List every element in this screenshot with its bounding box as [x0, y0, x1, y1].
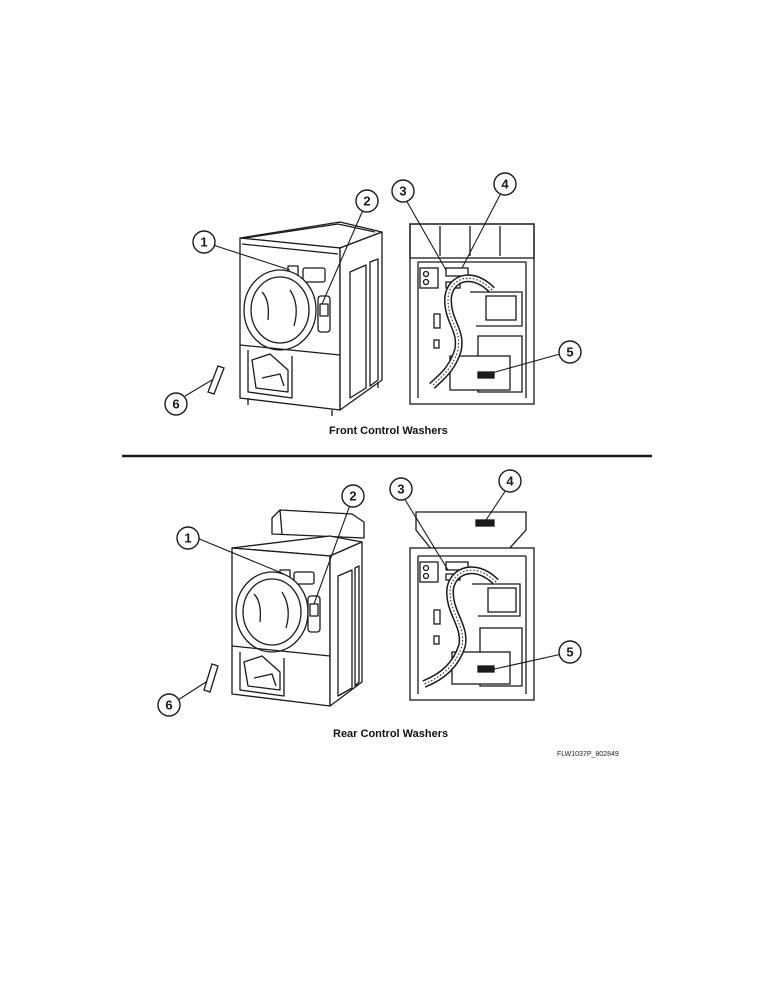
front-leader-lines: [184, 192, 561, 397]
svg-text:6: 6: [165, 698, 172, 713]
svg-text:2: 2: [349, 489, 356, 504]
rear-panel-caption: Rear Control Washers: [333, 728, 449, 740]
front-control-washer-rear-view: [409, 223, 535, 405]
svg-text:4: 4: [501, 177, 509, 192]
svg-text:3: 3: [399, 184, 406, 199]
rear-callouts: 1 2 3 4 5 6: [157, 469, 582, 717]
rear-callout-4: 4: [498, 469, 522, 493]
svg-text:4: 4: [506, 474, 514, 489]
rear-control-washer-front-view: [231, 509, 365, 707]
front-callout-3: 3: [391, 179, 415, 203]
svg-text:3: 3: [397, 482, 404, 497]
front-control-washer-front-view: [239, 221, 383, 416]
rear-callout-1: 1: [176, 526, 200, 550]
front-callout-6-part: [207, 365, 225, 395]
svg-text:6: 6: [172, 397, 179, 412]
rear-callout-2: 2: [341, 484, 365, 508]
svg-text:1: 1: [184, 531, 191, 546]
rear-callout-3: 3: [389, 477, 413, 501]
front-callout-6: 6: [164, 392, 188, 416]
rear-leader-lines: [177, 489, 563, 701]
svg-text:5: 5: [566, 645, 573, 660]
figure-id: FLW1037P_802849: [557, 751, 619, 758]
front-callouts: 1 2 3 4 5 6: [164, 172, 582, 416]
rear-callout-5: 5: [558, 640, 582, 664]
rear-callout-6: 6: [157, 693, 181, 717]
front-panel-caption: Front Control Washers: [329, 425, 448, 437]
front-callout-4: 4: [493, 172, 517, 196]
rear-callout-6-part: [203, 663, 219, 693]
rear-control-washer-rear-view: [409, 511, 535, 701]
front-callout-1: 1: [192, 230, 216, 254]
svg-text:5: 5: [566, 345, 573, 360]
svg-text:2: 2: [363, 194, 370, 209]
svg-text:1: 1: [200, 235, 207, 250]
front-callout-2: 2: [355, 189, 379, 213]
front-callout-5: 5: [558, 340, 582, 364]
